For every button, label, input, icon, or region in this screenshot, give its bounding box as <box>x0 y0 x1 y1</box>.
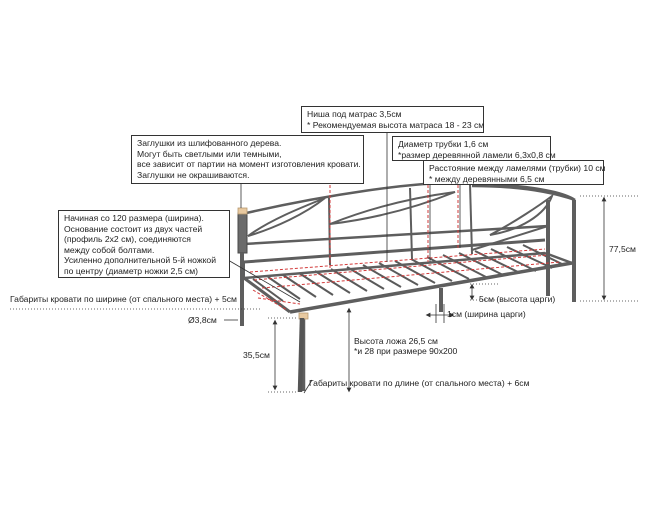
note-line: все зависит от партии на момент изготовл… <box>137 159 361 170</box>
note-line: * между деревянными 6,5 см <box>429 173 545 184</box>
label-leg-height: 35,5см <box>243 350 270 360</box>
label-length-dims: Габариты кровати по длине (от спального … <box>309 378 530 388</box>
note-line: Могут быть светлыми или темными, <box>137 148 282 159</box>
note-line: Усиленно дополнительной 5-й ножкой <box>64 255 217 266</box>
note-line: Начиная со 120 размера (ширина). <box>64 213 204 223</box>
note-line: *размер деревянной ламели 6,3х0,8 см <box>398 149 556 160</box>
label-frame-width: 1см (ширина царги) <box>447 309 526 319</box>
note-line: Ниша под матрас 3,5см <box>307 109 402 119</box>
note-line: * Рекомендуемая высота матраса 18 - 23 с… <box>307 119 485 130</box>
note-line: Основание состоит из двух частей <box>64 223 203 234</box>
label-frame-height: 5см (высота царги) <box>479 294 556 304</box>
note-line: по центру (диаметр ножки 2,5 см) <box>64 265 198 276</box>
note-line: Заглушки не окрашиваются. <box>137 169 250 180</box>
note-mattress-niche: Ниша под матрас 3,5см * Рекомендуемая вы… <box>301 106 484 133</box>
note-line: между собой болтами. <box>64 244 155 255</box>
note-wood-caps: Заглушки из шлифованного дерева. Могут б… <box>131 135 364 184</box>
note-line: Заглушки из шлифованного дерева. <box>137 138 282 148</box>
note-line: Диаметр трубки 1,6 см <box>398 139 489 149</box>
bed-frame <box>237 181 576 393</box>
label-leg-diameter: Ø3,8см <box>188 315 217 325</box>
note-line: Расстояние между ламелями (трубки) 10 см <box>429 163 606 173</box>
note-line: (профиль 2х2 см), соединяются <box>64 234 191 245</box>
note-tube-diameter: Диаметр трубки 1,6 см *размер деревянной… <box>392 136 556 161</box>
label-bed-height: Высота ложа 26,5 см <box>354 336 438 346</box>
label-total-height: 77,5см <box>609 244 636 254</box>
note-base-construction: Начиная со 120 размера (ширина). Основан… <box>58 210 230 278</box>
wood-cap-left <box>237 207 248 215</box>
note-slat-gap: Расстояние между ламелями (трубки) 10 см… <box>423 160 606 185</box>
label-width-dims: Габариты кровати по ширине (от спального… <box>10 294 237 304</box>
label-bed-height-note: *и 28 при размере 90х200 <box>354 346 458 356</box>
